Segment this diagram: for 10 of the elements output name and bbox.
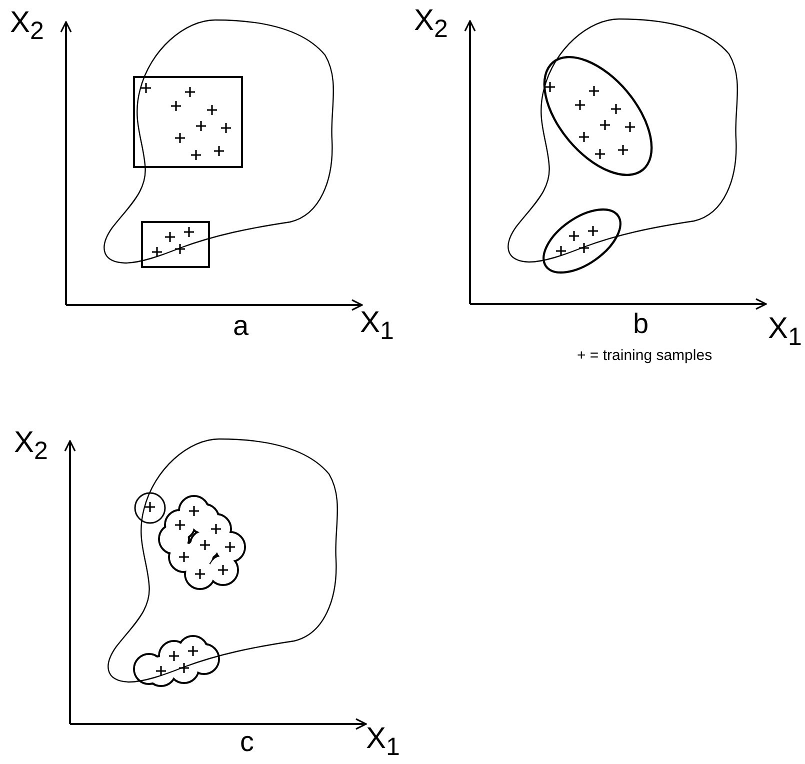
panel-label: a	[233, 312, 249, 340]
panel-label: c	[240, 728, 254, 756]
legend-note: + = training samples	[577, 348, 712, 363]
axis-label: X$_{2}$	[14, 428, 48, 464]
axis-label: X$_{1}$	[366, 724, 400, 760]
axis-label: X$_{2}$	[414, 6, 448, 42]
axis-label: X$_{1}$	[768, 314, 802, 350]
axis-label: X$_{2}$	[10, 8, 44, 44]
panel-label: b	[633, 310, 649, 338]
axis-label: X$_{1}$	[360, 308, 394, 344]
